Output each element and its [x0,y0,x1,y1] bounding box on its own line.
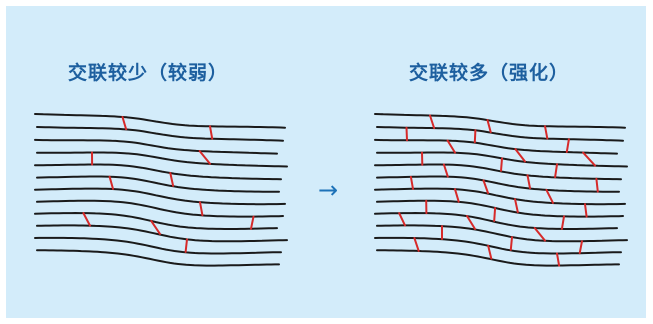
polymer-chain [36,126,284,142]
crosslink [121,116,128,131]
polymer-chain [36,199,284,218]
crosslink [409,175,414,190]
crosslink [582,151,596,167]
strong-crosslink-title: 交联较多（强化） [409,62,570,84]
crosslink [565,138,570,153]
polymer-chain [374,163,622,181]
crosslink [584,203,588,218]
polymer-chain [376,199,624,218]
polymer-chain [374,211,618,230]
polymer-chain [34,138,278,155]
crosslink [544,125,549,140]
polymer-chain [36,224,288,243]
crosslink [560,215,565,230]
polymer-chain [36,249,280,267]
crosslink [405,126,408,142]
crosslink [578,240,583,255]
polymer-chain [34,113,286,129]
crosslink [413,237,420,252]
crosslink [446,139,456,154]
crosslink [545,188,554,204]
polymer-chain [376,249,620,267]
weak-crosslink-title: 交联较少（较弱） [68,62,229,84]
polymer-chain [376,126,624,142]
crosslink [108,175,114,190]
crosslink [199,201,204,217]
crosslink [169,172,175,187]
crosslink [466,215,476,230]
crosslink [209,125,214,140]
polymer-chain [374,113,626,129]
polymer-chain [34,187,286,206]
polymer-chain [374,187,626,206]
crosslink [526,174,531,190]
crosslink [509,236,513,251]
weak-crosslink-fiber-diagram [34,113,288,267]
crosslink [198,150,211,165]
crosslink [398,212,406,227]
polymer-chain [34,163,282,181]
polymer-chain [36,151,288,168]
arrow-right-icon: → [318,176,339,204]
crosslink [482,179,489,194]
polymer-chain [34,236,282,255]
polymer-chain [376,224,628,243]
crosslink [487,244,493,260]
polymer-chain [34,211,278,230]
crosslink [473,129,477,144]
crosslink [595,177,599,193]
crosslink [250,215,255,230]
crosslink [514,148,526,163]
crosslink [486,119,492,134]
crosslink [454,188,460,203]
crosslink [184,238,188,253]
strong-crosslink-fiber-diagram [374,113,628,267]
crosslink [514,198,519,214]
crosslink [533,227,546,242]
crosslink [442,163,449,178]
crosslink [554,163,558,179]
crosslink [82,212,91,227]
polymer-chain [376,175,620,193]
crosslink [493,207,497,222]
crosslink [429,114,436,129]
polymer-chain [374,138,618,155]
crosslink [150,219,161,235]
crosslink [556,252,561,267]
polymer-chain [36,175,280,193]
crosslink [500,157,503,172]
